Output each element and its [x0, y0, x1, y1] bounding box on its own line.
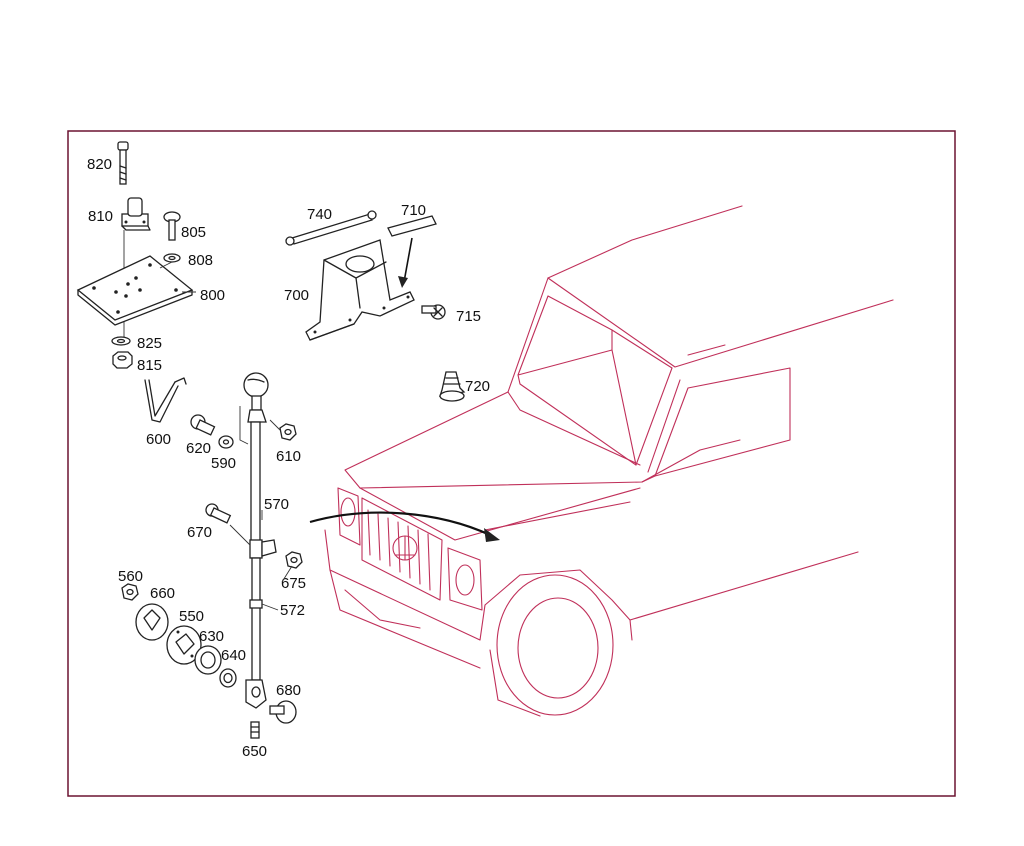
- arrow-710: [398, 237, 413, 288]
- label-820: 820: [87, 156, 112, 173]
- label-810: 810: [88, 208, 113, 225]
- fitting-650: [250, 721, 260, 739]
- grommet-720: [439, 371, 466, 402]
- label-570: 570: [264, 496, 289, 513]
- label-720: 720: [465, 378, 490, 395]
- label-620: 620: [186, 440, 211, 457]
- label-715: 715: [456, 308, 481, 325]
- label-610: 610: [276, 448, 301, 465]
- bushing-590: [218, 435, 234, 449]
- washer-825: [111, 336, 131, 346]
- label-670: 670: [187, 524, 212, 541]
- nut-815: [112, 351, 133, 369]
- pad-710: [387, 215, 437, 237]
- label-675: 675: [281, 575, 306, 592]
- label-805: 805: [181, 224, 206, 241]
- clip-600: [144, 377, 187, 423]
- vehicle-outline: [324, 205, 894, 717]
- screw-715: [421, 304, 446, 320]
- boot-660: [135, 603, 169, 641]
- label-808: 808: [188, 252, 213, 269]
- label-550: 550: [179, 608, 204, 625]
- label-640: 640: [221, 647, 246, 664]
- label-680: 680: [276, 682, 301, 699]
- nut-560: [121, 583, 139, 601]
- shift-lever-570: [243, 372, 269, 543]
- nut-675: [285, 551, 303, 569]
- label-815: 815: [137, 357, 162, 374]
- nut-610: [279, 423, 297, 441]
- label-630: 630: [199, 628, 224, 645]
- bracket-700: [305, 239, 415, 341]
- washer-808: [163, 253, 181, 263]
- screw-805: [163, 211, 181, 241]
- location-arrow: [309, 511, 500, 542]
- label-710: 710: [401, 202, 426, 219]
- label-660: 660: [150, 585, 175, 602]
- plate-800: [76, 255, 194, 326]
- housing-810: [121, 197, 151, 231]
- label-560: 560: [118, 568, 143, 585]
- diagram-frame: [67, 130, 956, 797]
- label-700: 700: [284, 287, 309, 304]
- label-740: 740: [307, 206, 332, 223]
- ring-630: [194, 645, 222, 675]
- knob-680: [269, 700, 297, 724]
- label-600: 600: [146, 431, 171, 448]
- bushing-640: [219, 668, 237, 688]
- shift-rod-572: [245, 557, 267, 709]
- joint-675: [249, 539, 277, 559]
- bolt-620: [190, 414, 216, 436]
- label-825: 825: [137, 335, 162, 352]
- label-800: 800: [200, 287, 225, 304]
- bolt-670: [205, 503, 232, 524]
- gas-strut-740: [285, 210, 377, 246]
- label-650: 650: [242, 743, 267, 760]
- bolt-820: [117, 141, 129, 185]
- cover-550: [166, 625, 202, 665]
- label-572: 572: [280, 602, 305, 619]
- label-590: 590: [211, 455, 236, 472]
